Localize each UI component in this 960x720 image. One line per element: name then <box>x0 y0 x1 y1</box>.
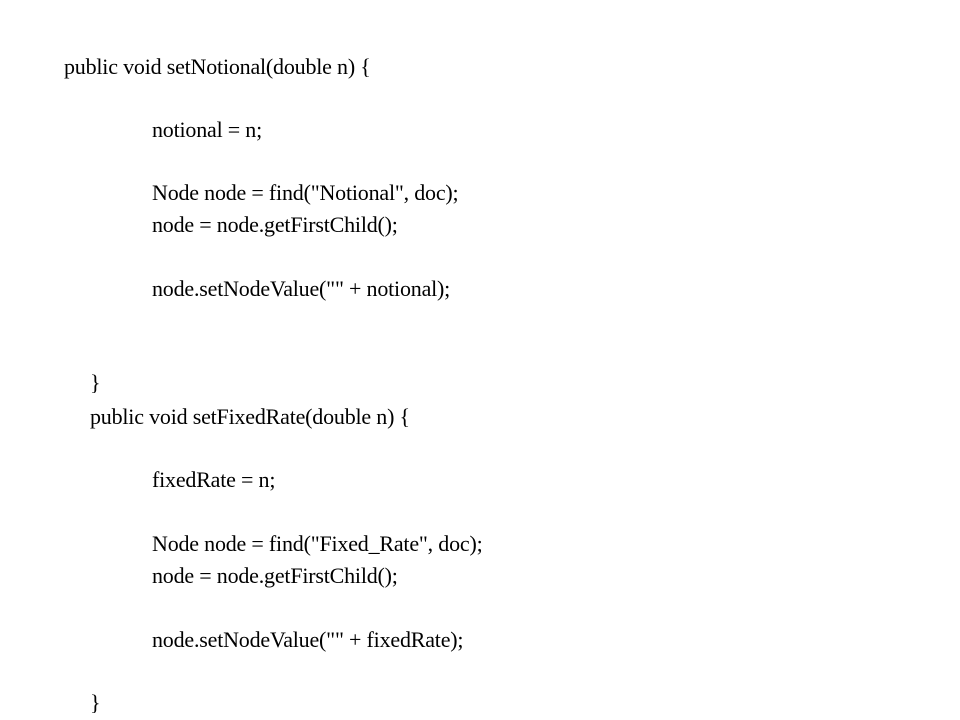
method-signature-set-fixed-rate: public void setFixedRate(double n) { <box>90 404 410 429</box>
method-signature-set-notional: public void setNotional(double n) { <box>64 54 371 79</box>
code-line-find-notional: Node node = find("Notional", doc); <box>152 180 459 205</box>
code-line-find-fixed-rate: Node node = find("Fixed_Rate", doc); <box>152 531 483 556</box>
code-line-get-first-child: node = node.getFirstChild(); <box>152 212 398 237</box>
code-line-assign-fixed-rate: fixedRate = n; <box>152 467 276 492</box>
closing-brace: } <box>90 370 101 395</box>
closing-brace: } <box>90 690 101 715</box>
code-line-assign-notional: notional = n; <box>152 117 263 142</box>
code-line-set-node-value-fixed-rate: node.setNodeValue("" + fixedRate); <box>152 627 464 652</box>
code-line-get-first-child: node = node.getFirstChild(); <box>152 563 398 588</box>
code-line-set-node-value-notional: node.setNodeValue("" + notional); <box>152 276 451 301</box>
